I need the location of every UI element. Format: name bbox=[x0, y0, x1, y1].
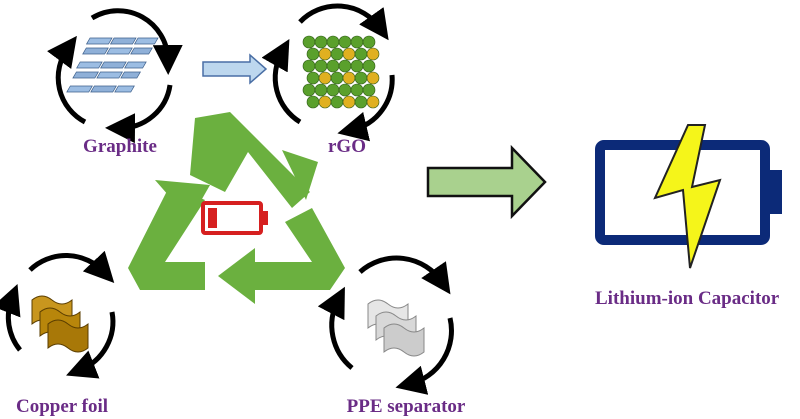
copper-foil-icon bbox=[31, 295, 89, 353]
rgo-sphere bbox=[342, 47, 356, 61]
rgo-sphere bbox=[306, 71, 320, 85]
rgo-sphere bbox=[302, 35, 316, 49]
rgo-sphere bbox=[342, 71, 356, 85]
low-battery-icon bbox=[201, 201, 268, 235]
graphite-cycle-arrows bbox=[47, 8, 183, 144]
recycle-icon bbox=[128, 112, 345, 304]
ppe-cycle-arrows bbox=[317, 255, 454, 395]
rgo-sphere bbox=[314, 59, 328, 73]
rgo-sphere bbox=[354, 71, 368, 85]
rgo-sphere bbox=[302, 59, 316, 73]
ppe-separator-icon bbox=[367, 299, 425, 357]
graphite-to-rgo-arrow bbox=[202, 53, 268, 85]
rgo-sphere bbox=[362, 35, 376, 49]
rgo-sphere bbox=[330, 71, 344, 85]
rgo-sphere bbox=[350, 35, 364, 49]
rgo-sphere bbox=[338, 59, 352, 73]
rgo-sphere bbox=[354, 95, 368, 109]
rgo-sphere bbox=[350, 59, 364, 73]
copper-cycle-arrows bbox=[0, 250, 116, 379]
rgo-sphere bbox=[362, 83, 376, 97]
rgo-sphere bbox=[338, 35, 352, 49]
rgo-sphere bbox=[314, 83, 328, 97]
rgo-sphere bbox=[366, 71, 380, 85]
label-lithium-ion-capacitor: Lithium-ion Capacitor bbox=[595, 288, 780, 309]
rgo-sphere bbox=[318, 71, 332, 85]
rgo-sphere bbox=[326, 59, 340, 73]
rgo-sphere bbox=[306, 95, 320, 109]
graphite-icon bbox=[66, 37, 159, 93]
rgo-sphere bbox=[342, 95, 356, 109]
label-rgo: rGO bbox=[328, 136, 366, 157]
rgo-sphere bbox=[326, 35, 340, 49]
rgo-sphere bbox=[354, 47, 368, 61]
rgo-sphere bbox=[338, 83, 352, 97]
rgo-sphere bbox=[306, 47, 320, 61]
rgo-sphere bbox=[330, 47, 344, 61]
rgo-sphere bbox=[350, 83, 364, 97]
process-arrow bbox=[426, 144, 547, 220]
rgo-sphere bbox=[366, 95, 380, 109]
label-ppe-separator: PPE separator bbox=[347, 396, 466, 417]
rgo-sphere bbox=[330, 95, 344, 109]
rgo-cycle-arrows bbox=[261, 3, 395, 142]
rgo-sphere bbox=[318, 95, 332, 109]
rgo-sphere bbox=[314, 35, 328, 49]
rgo-sphere bbox=[366, 47, 380, 61]
label-graphite: Graphite bbox=[83, 136, 157, 157]
rgo-sphere bbox=[302, 83, 316, 97]
label-copper-foil: Copper foil bbox=[16, 396, 108, 417]
lightning-icon bbox=[653, 124, 722, 269]
rgo-sphere bbox=[362, 59, 376, 73]
rgo-sphere bbox=[318, 47, 332, 61]
rgo-icon bbox=[302, 35, 380, 109]
rgo-sphere bbox=[326, 83, 340, 97]
